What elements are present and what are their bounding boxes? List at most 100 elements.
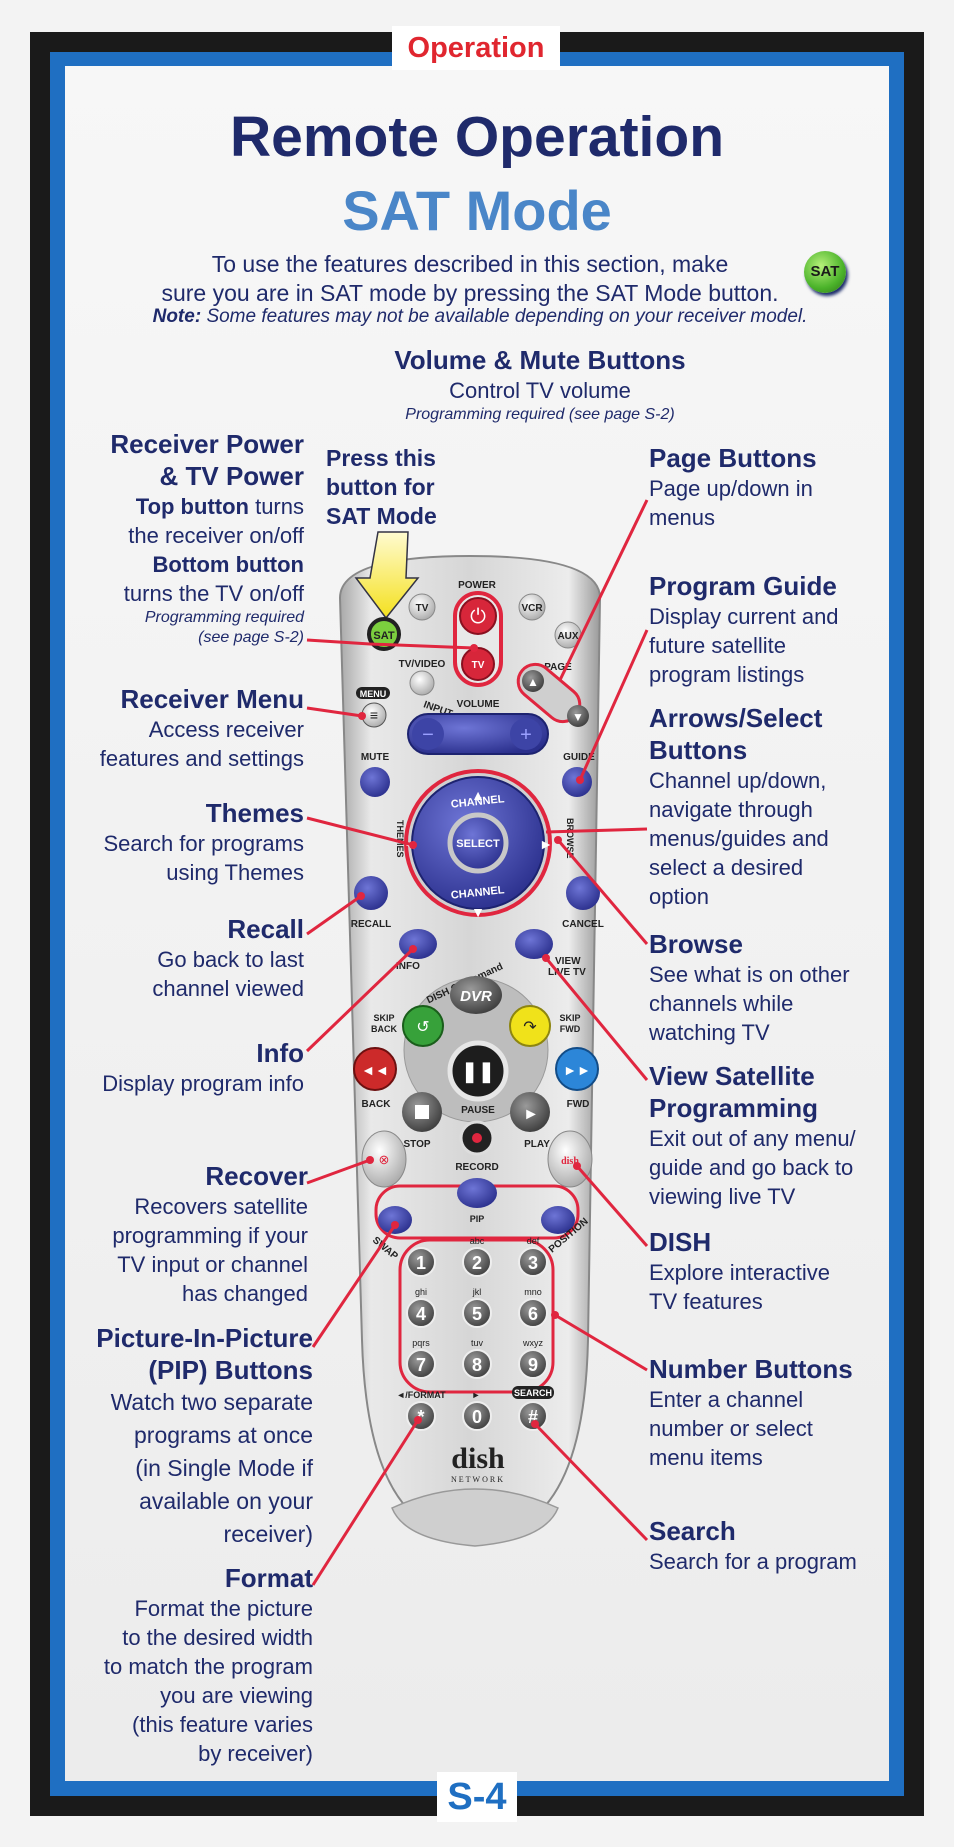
recover-line-4: has changed xyxy=(182,1281,308,1306)
skipback-label-1: SKIP xyxy=(373,1013,394,1023)
power-icon: ⏻ xyxy=(470,604,486,628)
search-tag xyxy=(512,1386,554,1399)
view-line-2: guide and go back to xyxy=(649,1155,854,1180)
callout-guide xyxy=(578,629,649,781)
pause-icon: ❚❚ xyxy=(461,1061,495,1084)
menu-block: Receiver Menu Access receiver features a… xyxy=(60,683,304,773)
arrows-line-1: Channel up/down, xyxy=(649,768,827,793)
themes-letters: THEMES xyxy=(395,820,405,858)
mute-button xyxy=(360,767,390,797)
callout-arrows xyxy=(545,827,648,834)
fwd-button xyxy=(555,1047,599,1091)
record-icon xyxy=(472,1133,482,1143)
network-logo-label: NETWORK xyxy=(451,1475,505,1484)
info-line-1: Display program info xyxy=(102,1071,304,1096)
callout-recall xyxy=(306,894,362,936)
recall-block: Recall Go back to last channel viewed xyxy=(60,913,304,1003)
guide-line-2: future satellite xyxy=(649,633,786,658)
key-6-button xyxy=(406,1349,436,1379)
format-line-6: by receiver) xyxy=(198,1741,313,1766)
skip-back-button xyxy=(402,1005,444,1047)
play-button xyxy=(510,1092,550,1132)
pip-line-5: receiver) xyxy=(223,1521,313,1547)
key-6-letters: pqrs xyxy=(412,1338,430,1348)
intro-line-1: To use the features described in this se… xyxy=(211,251,729,277)
page-up-button xyxy=(522,670,544,692)
cancel-button xyxy=(566,876,600,910)
position-button xyxy=(541,1206,575,1234)
info-block: Info Display program info xyxy=(60,1037,304,1098)
note-body: Some features may not be available depen… xyxy=(206,306,808,327)
menu-line-2: features and settings xyxy=(99,746,304,771)
guide-line-3: program listings xyxy=(649,662,805,687)
key-9-label: * xyxy=(417,1407,424,1427)
numbers-title: Number Buttons xyxy=(649,1354,853,1384)
numbers-line-3: menu items xyxy=(649,1445,763,1470)
key-3-button xyxy=(406,1298,436,1328)
themes-line-1: Search for programs xyxy=(103,831,304,856)
volume-small: Programming required (see page S-2) xyxy=(405,406,675,423)
power-block: Receiver Power & TV Power Top button tur… xyxy=(60,428,304,648)
right-arrow-icon: ► xyxy=(539,836,553,852)
arrows-line-3: menus/guides and xyxy=(649,826,829,851)
skipback-label-2: BACK xyxy=(371,1024,397,1034)
menu-tag xyxy=(356,687,390,699)
key-1-label: 2 xyxy=(472,1253,482,1273)
view-line-1: Exit out of any menu/ xyxy=(649,1126,856,1151)
format-label: ◄/FORMAT xyxy=(396,1390,446,1400)
view-block: View Satellite Programming Exit out of a… xyxy=(649,1060,894,1211)
dish-button-icon: dish xyxy=(561,1156,579,1167)
callout-power xyxy=(306,638,475,650)
callout-format xyxy=(311,1419,420,1586)
view-title-1: View Satellite xyxy=(649,1061,815,1091)
pip-title-1: Picture-In-Picture xyxy=(96,1323,313,1353)
callout-search xyxy=(533,1422,649,1542)
pip-button xyxy=(457,1178,497,1208)
mute-label: MUTE xyxy=(361,752,390,763)
power-title-1: Receiver Power xyxy=(110,429,304,459)
select-label: SELECT xyxy=(456,838,500,850)
recover-line-2: programming if your xyxy=(112,1223,308,1248)
key-8-letters: wxyz xyxy=(522,1338,543,1348)
key-11-button xyxy=(518,1401,548,1431)
volume-block: Volume & Mute Buttons Control TV volume … xyxy=(340,344,740,425)
search-tag-label: SEARCH xyxy=(514,1388,552,1398)
power-title-2: & TV Power xyxy=(159,461,304,491)
callout-lines xyxy=(305,499,649,1586)
note-text: Note: Some features may not be available… xyxy=(100,306,860,328)
page-number: S-4 xyxy=(437,1772,517,1822)
viewlive-label-2: LIVE TV xyxy=(548,967,586,978)
tv-mode-label: TV xyxy=(416,603,429,614)
arrows-line-5: option xyxy=(649,884,709,909)
dish-title: DISH xyxy=(649,1227,712,1257)
callout-dish xyxy=(575,1165,649,1247)
dish-line-1: Explore interactive xyxy=(649,1260,830,1285)
viewlive-label-1: VIEW xyxy=(555,956,581,967)
key-11-label: # xyxy=(528,1407,538,1427)
volume-desc: Control TV volume xyxy=(449,378,631,403)
format-title: Format xyxy=(224,1563,313,1593)
power-line-2: the receiver on/off xyxy=(128,523,304,548)
callout-info xyxy=(305,947,415,1053)
browse-line-3: watching TV xyxy=(649,1020,770,1045)
page-subtitle: SAT Mode xyxy=(342,179,612,242)
guide-label: GUIDE xyxy=(563,752,595,763)
sat-mode-badge-icon: SAT xyxy=(804,251,846,293)
key-2-letters: def xyxy=(527,1236,540,1246)
view-live-button xyxy=(515,929,553,959)
press-note-2: button for xyxy=(326,474,435,500)
arrows-block: Arrows/Select Buttons Channel up/down, n… xyxy=(649,702,889,911)
power-label: POWER xyxy=(458,580,497,591)
guide-line-1: Display current and xyxy=(649,604,839,629)
press-note: Press this button for SAT Mode xyxy=(326,444,466,531)
guide-block: Program Guide Display current and future… xyxy=(649,570,889,689)
stop-label: STOP xyxy=(403,1139,430,1150)
page-up-icon: ▲ xyxy=(527,675,539,689)
arrows-title-2: Buttons xyxy=(649,735,748,765)
vcr-button xyxy=(518,593,546,621)
page-down-icon: ▼ xyxy=(572,710,584,724)
skip-fwd-icon: ↷ xyxy=(523,1019,537,1036)
key-3-label: 4 xyxy=(416,1304,426,1324)
page-line-1: Page up/down in xyxy=(649,476,813,501)
